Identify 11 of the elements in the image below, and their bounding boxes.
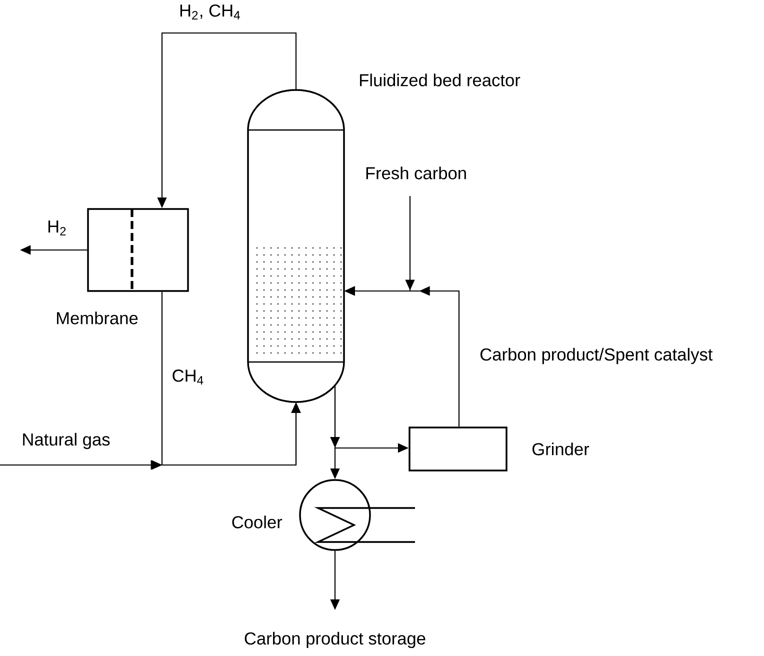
stream-label: Fresh carbon: [366, 166, 466, 180]
equipment-label: Membrane: [57, 312, 138, 324]
stream-label: H$_{2}$, CH$_{4}$: [180, 4, 240, 20]
stream-label: H$_{2}$: [48, 220, 66, 236]
equipment-label: Grinder: [532, 442, 590, 456]
stream-label: Carbon product storage: [244, 632, 426, 648]
stream-label: Carbon product/Spent catalyst: [480, 348, 713, 364]
stream-label: Natural gas: [23, 432, 110, 450]
equipment-label: Cooler: [232, 516, 282, 528]
stream-label: CH$_{4}$: [172, 370, 204, 384]
equipment-label: Fluidized bed reactor: [360, 74, 520, 86]
